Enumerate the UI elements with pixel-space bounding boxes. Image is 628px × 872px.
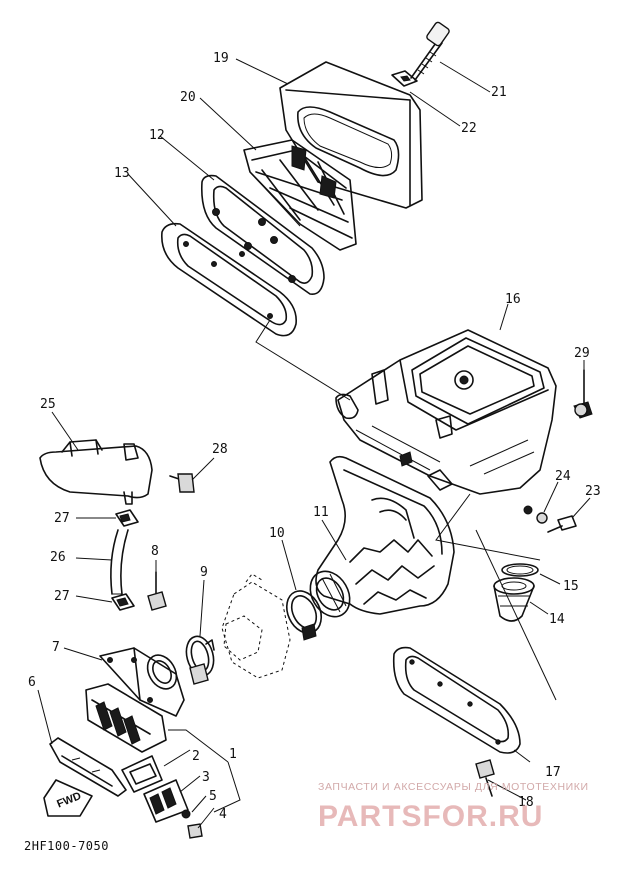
fwd-label: FWD: [55, 790, 83, 811]
callout-18-lower: 18: [518, 795, 534, 810]
callout-12: 12: [149, 128, 165, 143]
callout-27-lower: 27: [54, 589, 70, 604]
part-28-screw: [169, 473, 195, 493]
callout-16: 16: [505, 292, 521, 307]
callout-23: 23: [585, 484, 601, 499]
callout-25: 25: [40, 397, 56, 412]
diagram-code: 2HF100-7050: [24, 839, 109, 853]
callout-1: 1: [229, 747, 237, 762]
callout-10: 10: [269, 526, 285, 541]
part-9-clamp: [185, 635, 215, 685]
part-29-bolt: [573, 369, 593, 419]
part-16-air-filter-case: [335, 329, 557, 495]
part-12-gasket: [200, 174, 325, 295]
part-11-intake-joint: [309, 455, 455, 618]
part-15-o-ring: [501, 563, 539, 577]
callout-20: 20: [180, 90, 196, 105]
fwd-arrow-icon: FWD: [43, 779, 93, 817]
part-20-filter-guide: [243, 139, 357, 251]
callout-15: 15: [563, 579, 579, 594]
callout-labels: 19 20 12 13 21 22 16 29 24 23 15 14 17 1…: [28, 51, 601, 822]
callout-21: 21: [491, 85, 507, 100]
part-5-washer: [181, 809, 191, 819]
part-21-bolt: [410, 21, 450, 81]
part-17-cover: [392, 646, 521, 754]
callout-7: 7: [52, 640, 60, 655]
part-6-reed-valve-assembly: [49, 683, 167, 797]
leader-lines: [37, 58, 591, 829]
callout-19: 19: [213, 51, 229, 66]
callout-27-upper: 27: [54, 511, 70, 526]
callout-29: 29: [574, 346, 590, 361]
part-10-clamp: [285, 590, 323, 641]
carburetor-reference-outline: [221, 573, 291, 679]
callout-8: 8: [151, 544, 159, 559]
callout-4: 4: [219, 807, 227, 822]
part-26-hose: [110, 529, 129, 595]
part-23-screw: [547, 515, 577, 533]
watermark-brand: PARTSFOR.RU: [318, 800, 543, 833]
watermark: ЗАПЧАСТИ И АКСЕССУАРЫ ДЛЯ МОТОТЕХНИКИ PA…: [318, 781, 589, 833]
callout-22: 22: [461, 121, 477, 136]
callout-28: 28: [212, 442, 228, 457]
part-8-bolt: [147, 571, 167, 611]
callout-9: 9: [200, 565, 208, 580]
part-27-clamp-upper: [115, 509, 139, 527]
part-27-clamp-lower: [111, 593, 135, 611]
callout-2: 2: [192, 749, 200, 764]
callout-5: 5: [209, 789, 217, 804]
callout-13: 13: [114, 166, 130, 181]
part-18-screw: [475, 759, 495, 797]
callout-26: 26: [50, 550, 66, 565]
part-13-gasket: [161, 222, 297, 337]
callout-24: 24: [555, 469, 571, 484]
callout-17: 17: [545, 765, 561, 780]
part-3-reed-stopper: [143, 779, 189, 823]
callout-6: 6: [28, 675, 36, 690]
part-2-reed-plate: [121, 755, 163, 793]
part-25-breather-tank: [39, 439, 153, 505]
watermark-tagline: ЗАПЧАСТИ И АКСЕССУАРЫ ДЛЯ МОТОТЕХНИКИ: [318, 781, 589, 793]
part-7-reed-valve-body: [99, 647, 185, 717]
callout-14: 14: [549, 612, 565, 627]
part-22-washer: [391, 70, 418, 87]
callout-3: 3: [202, 770, 210, 785]
callout-11: 11: [313, 505, 329, 520]
part-24-collar: [523, 505, 548, 524]
part-14-joint: [493, 577, 535, 622]
